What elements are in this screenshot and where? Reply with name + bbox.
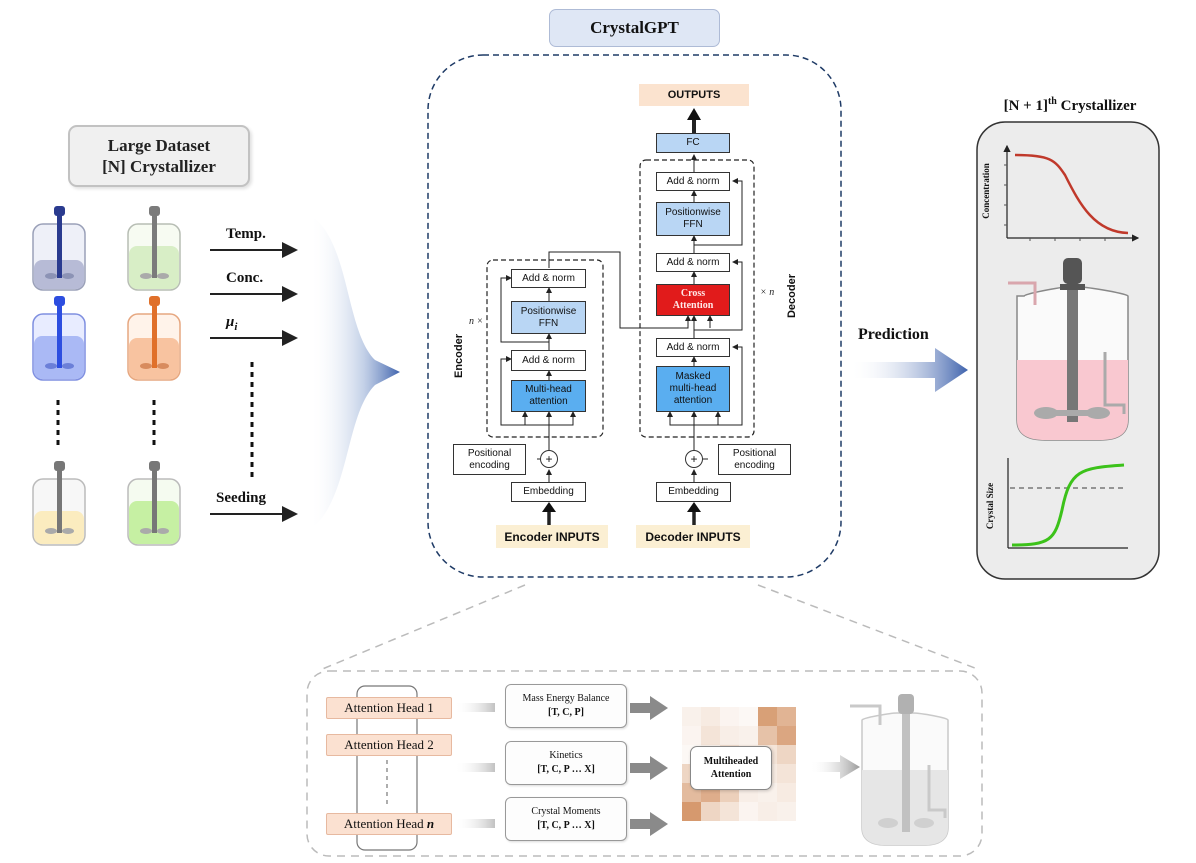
encoder-repeat-label: n × bbox=[469, 316, 484, 327]
heatmap-cell bbox=[777, 764, 796, 783]
heatmap-cell bbox=[720, 802, 739, 821]
heatmap-cell bbox=[777, 745, 796, 764]
attention-head-1: Attention Head 1 bbox=[326, 697, 452, 719]
decoder-inputs-box: Decoder INPUTS bbox=[636, 525, 750, 548]
crystallizer-icon-predicted bbox=[1008, 258, 1129, 441]
prediction-arrow bbox=[850, 348, 968, 392]
attention-head-2: Attention Head 2 bbox=[326, 734, 452, 756]
page-title: CrystalGPT bbox=[549, 9, 720, 47]
attention-panel bbox=[306, 670, 983, 857]
crystallizer-icon bbox=[32, 461, 86, 546]
prediction-label: Prediction bbox=[858, 326, 929, 343]
crystallizer-icon bbox=[32, 206, 86, 291]
heatmap-cell bbox=[739, 802, 758, 821]
crystal-size-chart bbox=[1007, 458, 1128, 549]
decoder-add-norm-3: Add & norm bbox=[656, 172, 730, 191]
heatmap-cell bbox=[682, 707, 701, 726]
seeding-label: Seeding bbox=[216, 490, 267, 506]
heatmap-cell bbox=[739, 726, 758, 745]
decoder-embedding-box: Embedding bbox=[656, 482, 731, 502]
decoder-label: Decoder bbox=[786, 273, 799, 319]
heatmap-cell bbox=[739, 707, 758, 726]
attention-head-n: Attention Head n bbox=[326, 813, 452, 835]
dataset-box: Large Dataset [N] Crystallizer bbox=[68, 125, 250, 187]
kinetics-box: Kinetics[T, C, P … X] bbox=[505, 741, 627, 785]
mu-label: μi bbox=[226, 314, 238, 333]
heatmap-cell bbox=[777, 802, 796, 821]
heatmap-cell bbox=[758, 726, 777, 745]
decoder-add-norm-2: Add & norm bbox=[656, 253, 730, 272]
predicted-crystallizer-title: [N + 1]th Crystallizer bbox=[1003, 96, 1137, 114]
crystalgpt-container bbox=[427, 54, 842, 578]
crystallizer-icon-grid bbox=[32, 206, 181, 546]
heatmap-cell bbox=[701, 802, 720, 821]
input-arrows bbox=[210, 242, 298, 522]
fc-box: FC bbox=[656, 133, 730, 153]
encoder-connections bbox=[500, 251, 691, 525]
dataset-line1: Large Dataset bbox=[107, 136, 211, 155]
heatmap-cell bbox=[682, 726, 701, 745]
heatmap-cell bbox=[720, 726, 739, 745]
crystallizer-icon bbox=[32, 296, 86, 381]
crystal-size-axis-label: Crystal Size bbox=[985, 482, 996, 530]
decoder-add-norm-1: Add & norm bbox=[656, 338, 730, 357]
crystallizer-icon bbox=[127, 206, 181, 291]
flow-funnel-icon bbox=[310, 215, 400, 530]
heatmap-cell bbox=[758, 802, 777, 821]
dataset-line2: [N] Crystallizer bbox=[102, 157, 216, 176]
attention-arrows bbox=[455, 696, 860, 836]
decoder-plus-node: + bbox=[685, 450, 703, 468]
conc-label: Conc. bbox=[226, 270, 264, 286]
crystallizer-icon bbox=[127, 296, 181, 381]
heatmap-cell bbox=[701, 707, 720, 726]
temp-label: Temp. bbox=[226, 226, 266, 242]
encoder-plus-node: + bbox=[540, 450, 558, 468]
crystallizer-icon bbox=[127, 461, 181, 546]
heatmap-cell bbox=[777, 783, 796, 802]
encoder-inputs-box: Encoder INPUTS bbox=[496, 525, 608, 548]
encoder-embedding-box: Embedding bbox=[511, 482, 586, 502]
heatmap-cell bbox=[777, 726, 796, 745]
encoder-label: Encoder bbox=[453, 333, 466, 379]
heatmap-cell bbox=[758, 707, 777, 726]
outputs-box: OUTPUTS bbox=[639, 84, 749, 106]
decoder-repeat-label: × n bbox=[760, 287, 775, 298]
decoder-connections bbox=[667, 108, 743, 525]
mass-energy-balance-box: Mass Energy Balance[T, C, P] bbox=[505, 684, 627, 728]
heatmap-cell bbox=[777, 707, 796, 726]
crystal-moments-box: Crystal Moments[T, C, P … X] bbox=[505, 797, 627, 841]
crystallizer-icon-faded bbox=[850, 694, 949, 846]
heatmap-cell bbox=[720, 707, 739, 726]
heatmap-cell bbox=[701, 726, 720, 745]
heatmap-cell bbox=[682, 802, 701, 821]
encoder-add-norm-1: Add & norm bbox=[511, 350, 586, 371]
encoder-add-norm-2: Add & norm bbox=[511, 269, 586, 288]
concentration-axis-label: Concentration bbox=[980, 163, 991, 219]
concentration-chart bbox=[1003, 144, 1140, 242]
